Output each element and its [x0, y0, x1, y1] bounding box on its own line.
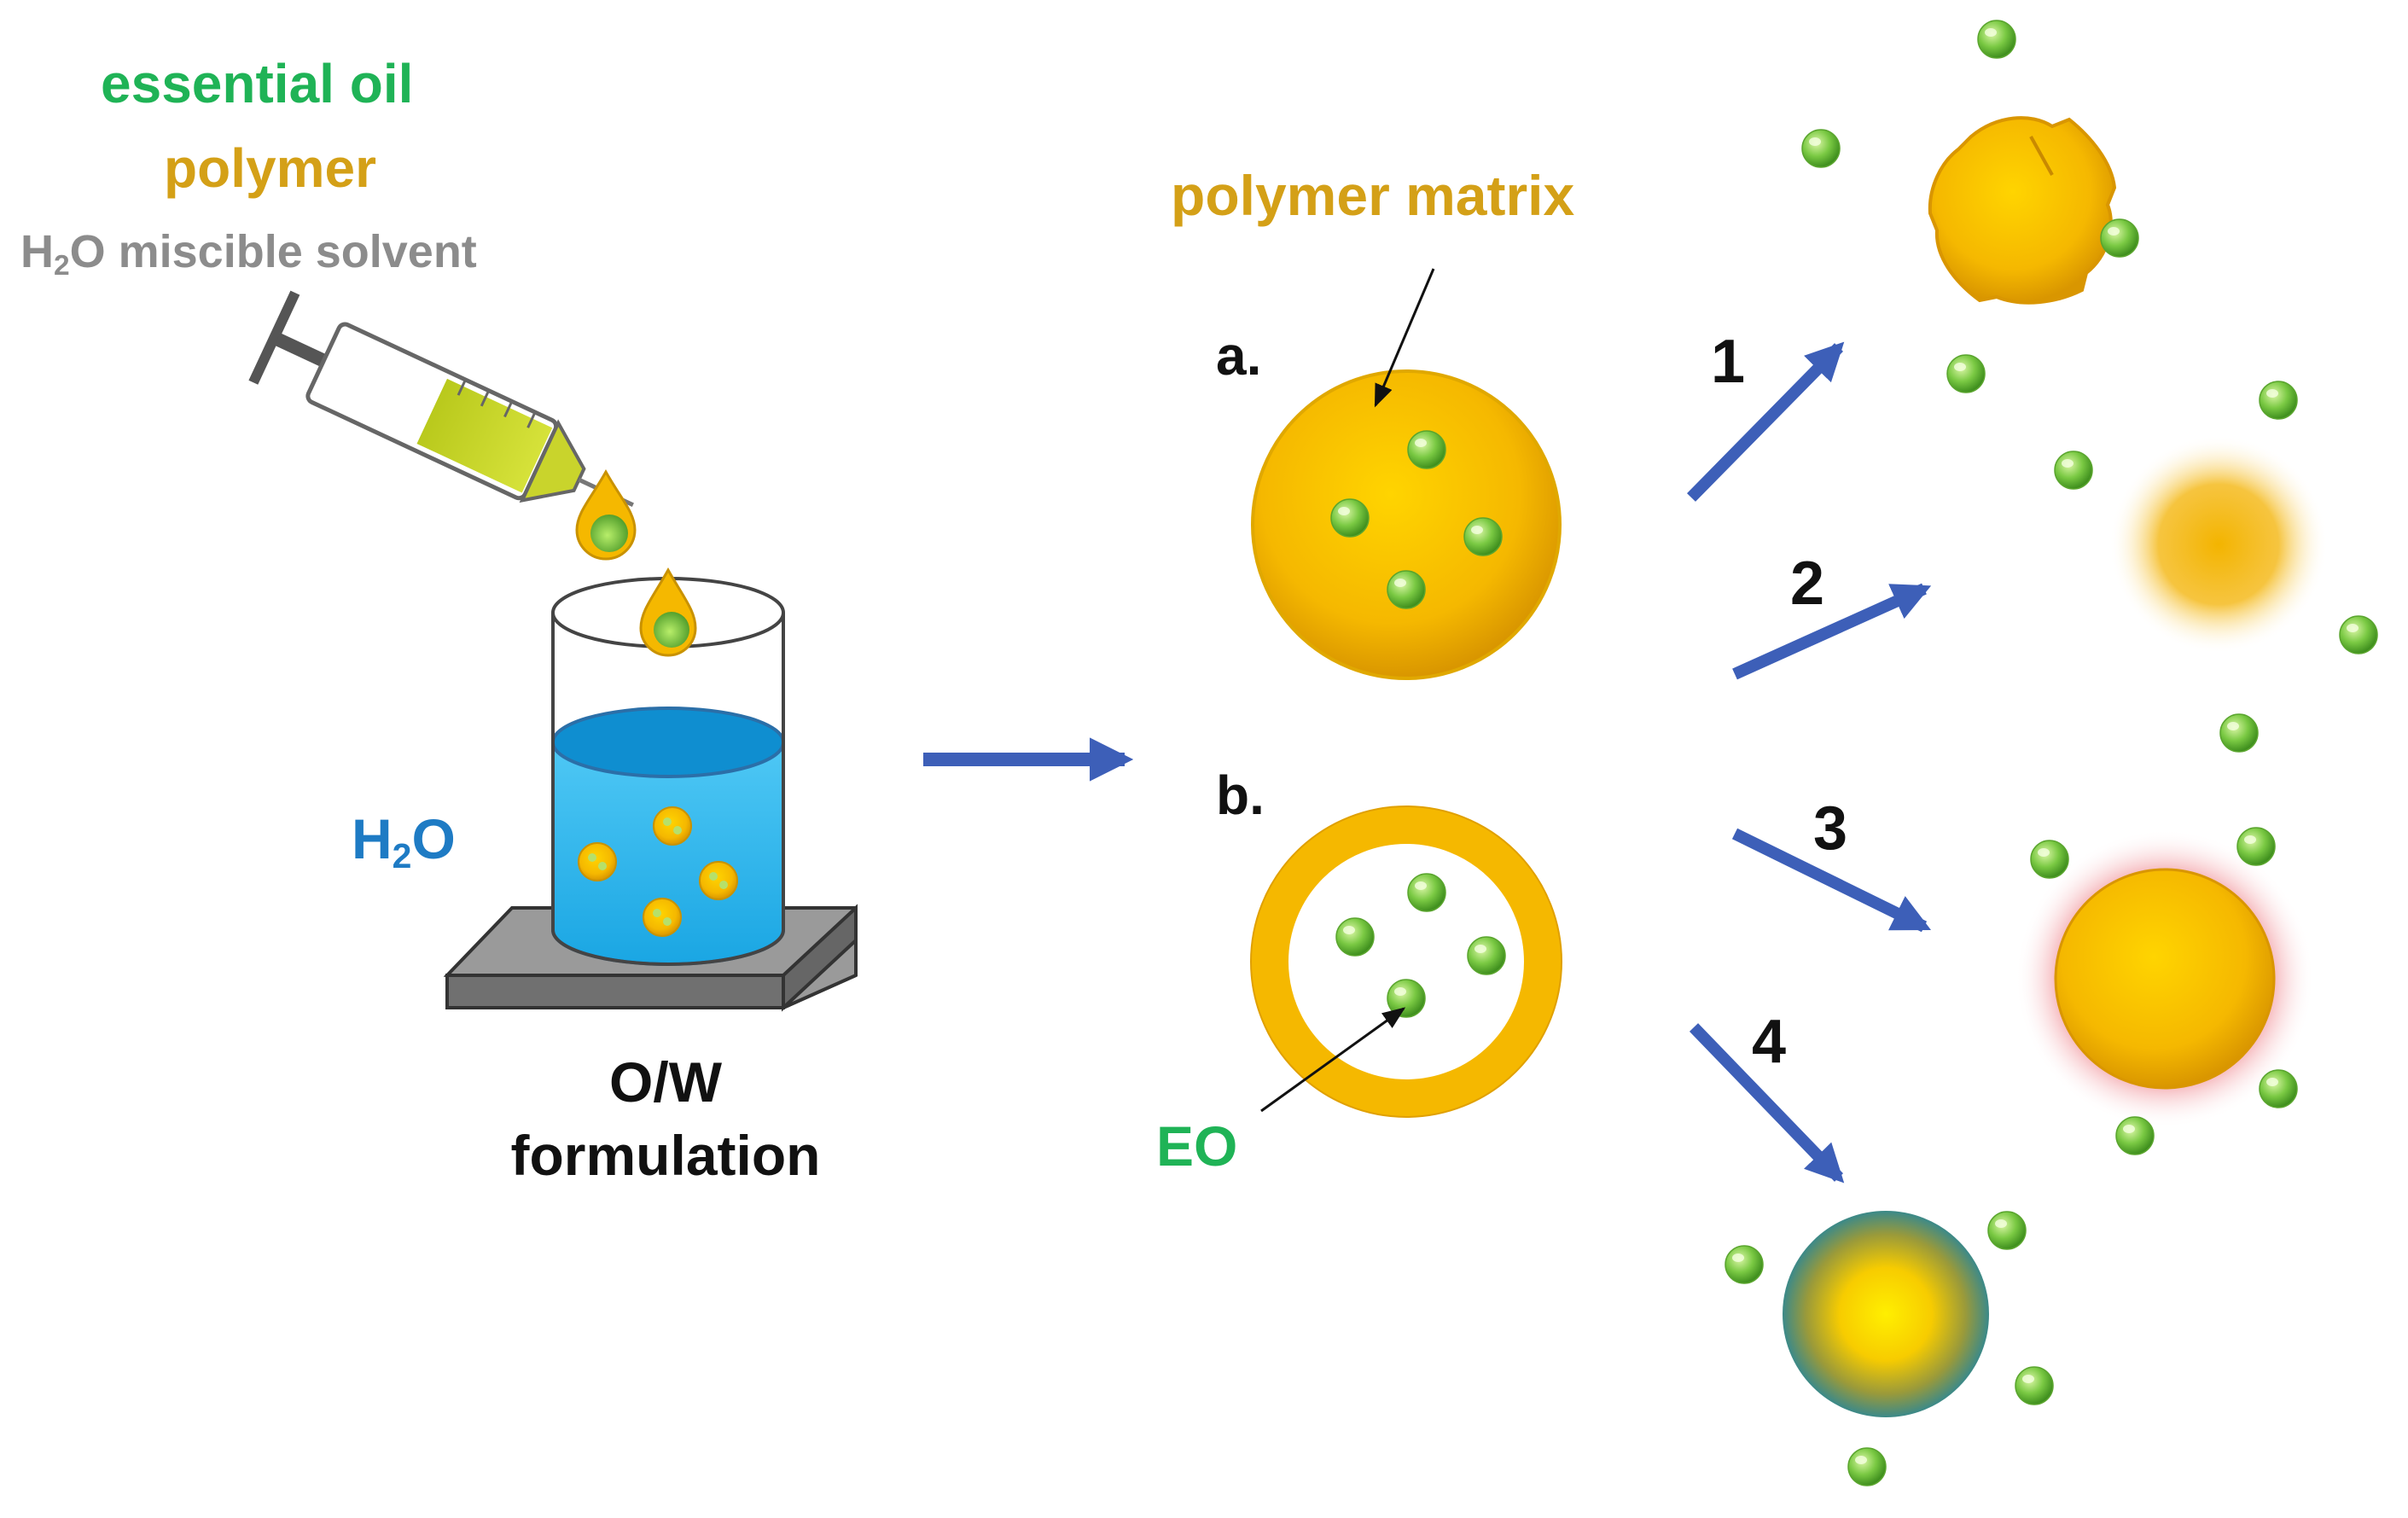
- route-arrow-4: [1689, 1023, 1845, 1184]
- route-number-3: 3: [1813, 794, 1848, 863]
- label-formulation: O/W formulation: [510, 1050, 821, 1187]
- label-panel-a: a.: [1216, 325, 1262, 387]
- route-arrow-3: [1731, 828, 1932, 933]
- label-polymer: polymer: [164, 137, 376, 199]
- route-number-2: 2: [1790, 550, 1825, 618]
- route-arrow-2: [1732, 583, 1932, 680]
- core-shell-particle: [1783, 1211, 1989, 1417]
- route-number-1: 1: [1711, 328, 1746, 396]
- beaker: [551, 577, 785, 966]
- polymer-matrix-pointer: [1374, 268, 1435, 408]
- label-panel-b: b.: [1216, 765, 1265, 826]
- emulsion-droplets: [578, 806, 738, 937]
- oil-drop-icon: [639, 567, 697, 657]
- stir-plate: [443, 904, 858, 1012]
- route-number-4: 4: [1752, 1008, 1787, 1076]
- route-arrow-1: [1687, 341, 1845, 502]
- swelling-particle: [2109, 435, 2328, 654]
- stimuli-responsive-particle: [2015, 829, 2314, 1128]
- oil-drop-icon: [575, 468, 637, 561]
- eo-pointer: [1260, 1007, 1406, 1113]
- label-water: H2O: [352, 807, 456, 876]
- label-essential-oil: essential oil: [101, 53, 414, 114]
- nanocapsule-b: [1250, 806, 1562, 1118]
- label-eo: EO: [1156, 1114, 1238, 1178]
- nanosphere-a: [1251, 369, 1562, 680]
- eroded-particle: [1928, 116, 2117, 305]
- label-polymer-matrix: polymer matrix: [1171, 164, 1575, 227]
- label-solvent: H2O miscible solvent: [20, 226, 477, 282]
